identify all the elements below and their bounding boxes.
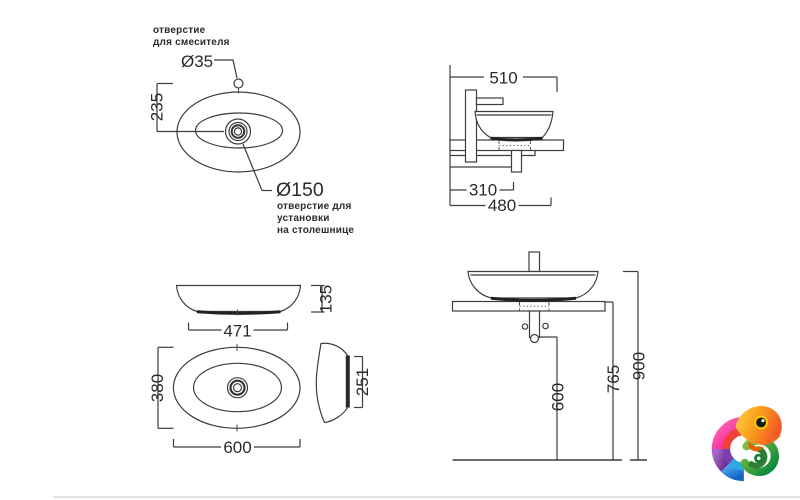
dimension-471: 471 (187, 322, 289, 341)
dim-label-480: 480 (488, 196, 516, 215)
dimension-310: 310 (450, 181, 515, 200)
mixer-hole-note-line2: для смесителя (153, 37, 230, 48)
mixer-hole (233, 78, 244, 89)
basin-top-view: отверстие для смесителя Ø35 235 Ø150 отв… (148, 25, 355, 236)
dim-label-380: 380 (148, 374, 167, 402)
logo-eye (754, 415, 769, 430)
logo-purple-petal (711, 448, 731, 472)
dimension-380: 380 (148, 346, 174, 429)
profile-outline (315, 342, 349, 424)
wall-bracket-lower (450, 155, 522, 168)
dimension-235: 235 (148, 82, 224, 133)
faucet-stub (528, 251, 541, 273)
plan-inner-bowl (192, 362, 283, 413)
mixer-hole-note-line1: отверстие (153, 25, 206, 36)
dimension-600-width: 600 (172, 438, 301, 457)
dim-label-600-height: 600 (549, 383, 568, 411)
basin-plan-view: 380 600 (148, 344, 301, 457)
basin-front-install-outline (467, 270, 599, 299)
mounting-hole-right (542, 322, 549, 330)
basin-base-front (196, 310, 281, 315)
dimension-510: 510 (450, 69, 558, 92)
drain-hole-diameter: Ø150 (276, 179, 324, 201)
drain-pipe-side (510, 149, 523, 173)
dimension-765: 765 (604, 301, 623, 460)
mixer-hole-leader-line (214, 59, 238, 79)
logo-mouth (768, 434, 781, 444)
side-installation-view: 510 310 480 (449, 65, 565, 215)
dim-label-900: 900 (630, 352, 649, 380)
dim-label-235: 235 (148, 93, 167, 121)
front-installation-view: 600 765 900 (451, 251, 649, 461)
mounting-hole-left (521, 323, 529, 330)
dim-label-471: 471 (223, 322, 251, 341)
drain-leader-line (242, 143, 263, 191)
countertop-front (451, 300, 606, 312)
dimension-900: 900 (623, 270, 649, 460)
mixer-hole-diameter: Ø35 (181, 52, 213, 71)
logo-blue-petal (721, 462, 745, 482)
logo-green-tail-inner (748, 446, 768, 469)
profile-rim-edge (345, 355, 350, 408)
drain-hole-note-line1: отверстие для (277, 201, 352, 212)
dimension-135: 135 (311, 285, 336, 313)
plan-drain-hole (226, 377, 249, 399)
drain-valve (529, 333, 540, 344)
logo-tail-spiral-center (754, 453, 764, 463)
dimension-480: 480 (450, 196, 552, 215)
dim-label-310: 310 (469, 181, 497, 200)
dim-label-510: 510 (489, 69, 517, 88)
logo-violet-petal (722, 448, 735, 465)
dimension-600-height: 600 (538, 336, 568, 460)
dim-label-135: 135 (317, 285, 336, 313)
basin-front-outline (175, 284, 302, 313)
basin-profile-view: 251 (315, 342, 372, 424)
chameleon-logo (711, 405, 782, 482)
logo-paw (748, 440, 764, 452)
dimension-251: 251 (353, 355, 372, 409)
dim-label-600-width: 600 (223, 438, 251, 457)
dim-label-251: 251 (353, 368, 372, 396)
drain-pipe-front (528, 310, 541, 339)
basin-base-install (490, 296, 577, 302)
basin-side-profile (474, 110, 554, 139)
basin-inner-bowl (194, 112, 284, 149)
drain-hole-note-line3: на столешнице (277, 225, 354, 236)
faucet-column (464, 89, 478, 163)
wall-bracket-upper (450, 150, 536, 157)
basin-base-side (490, 136, 543, 142)
faucet-spout (475, 97, 504, 106)
drain-hole (224, 118, 252, 145)
dim-label-765: 765 (604, 365, 623, 393)
drain-hole-note-line2: установки (277, 213, 330, 224)
basin-front-view: 135 471 (175, 284, 336, 341)
